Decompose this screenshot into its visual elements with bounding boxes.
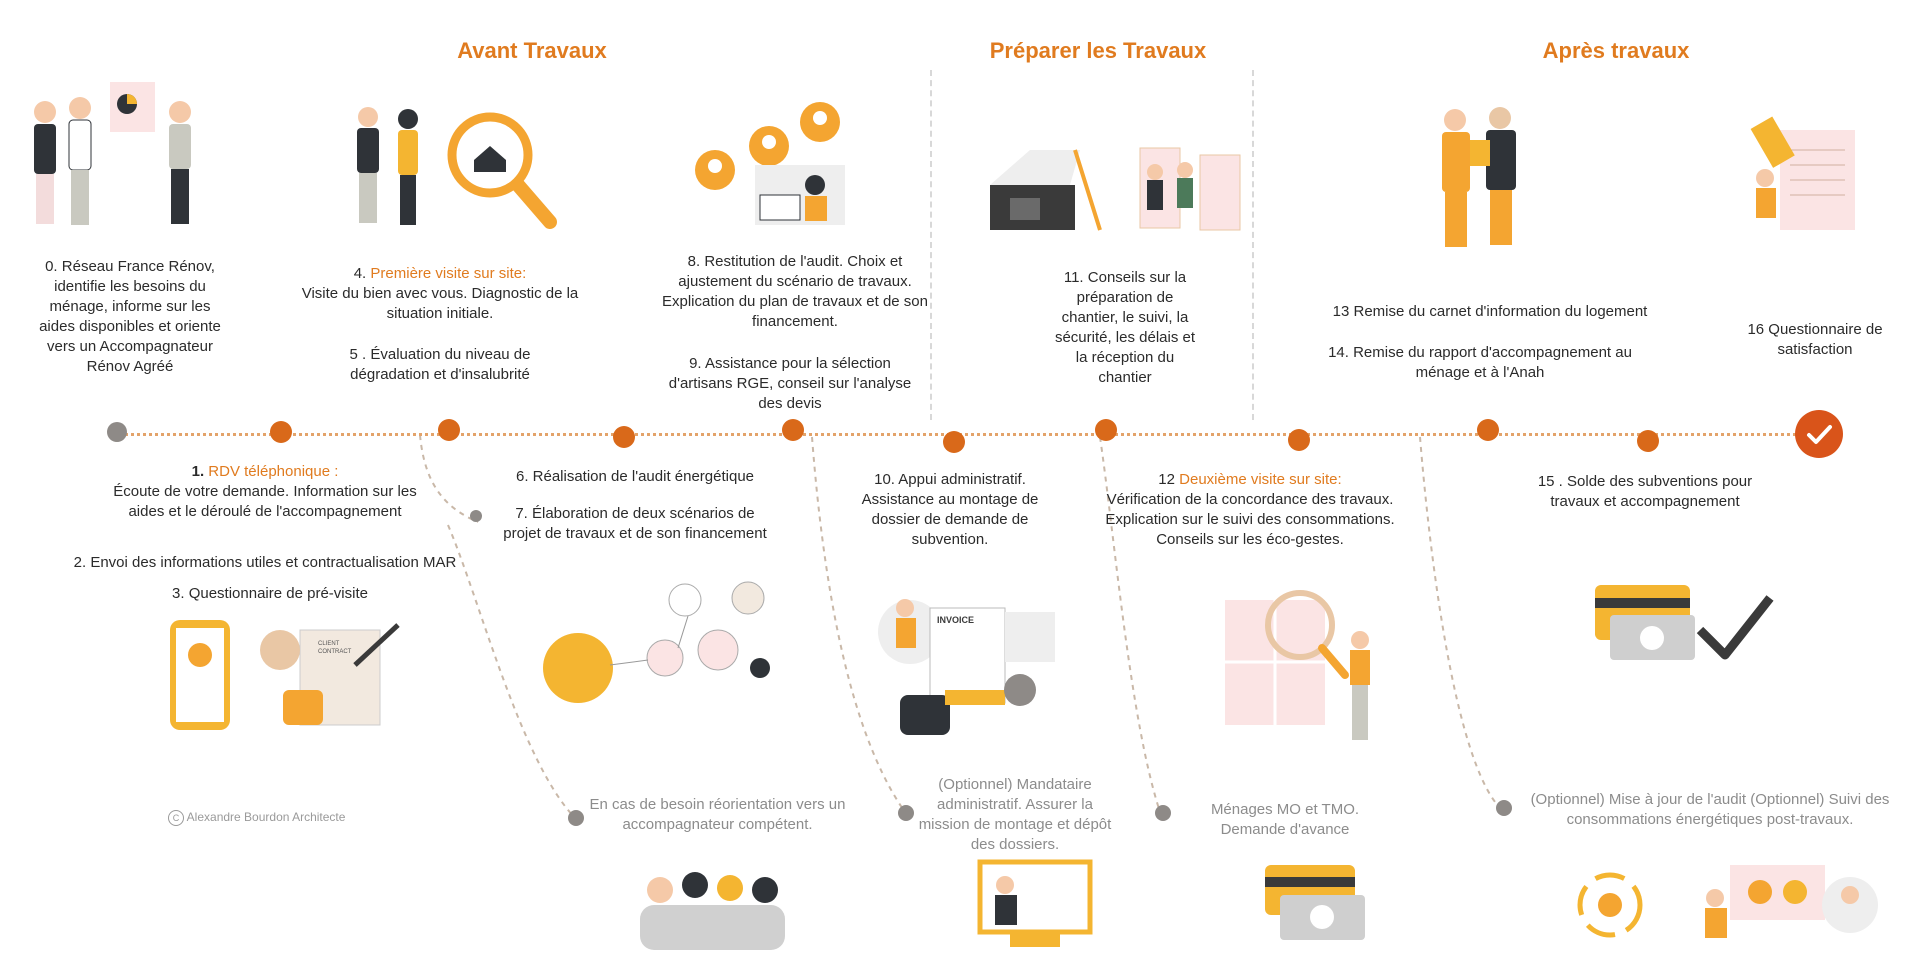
copyright-icon: C [168, 810, 184, 826]
timeline-dot [270, 421, 292, 443]
step-13: 13 Remise du carnet d'information du log… [1332, 303, 1648, 320]
avatars-illustration [695, 102, 845, 225]
mandataire-screen-illustration [977, 859, 1093, 947]
step-12-title: Deuxième visite sur site: [1179, 471, 1342, 488]
step-1: 1. RDV téléphonique : Écoute de votre de… [100, 462, 430, 522]
step-3: 3. Questionnaire de pré-visite [172, 585, 368, 602]
invoice-label: INVOICE [937, 615, 975, 625]
step-12: 12 Deuxième visite sur site: Vérificatio… [1085, 470, 1415, 550]
step-1-title: RDV téléphonique : [208, 463, 339, 480]
client-contract-label: CLIENT CONTRACT [318, 641, 352, 655]
phase-title-apres: Après travaux [1542, 38, 1690, 63]
copyright: C Alexandre Bourdon Architecte [168, 810, 345, 826]
step-10: 10. Appui administratif. Assistance au m… [861, 471, 1039, 548]
timeline-dot [943, 431, 965, 453]
step-9: 9. Assistance pour la sélection d'artisa… [668, 355, 912, 412]
timeline-dot [1288, 429, 1310, 451]
timeline-dot [1095, 419, 1117, 441]
step-8: 8. Restitution de l'audit. Choix et ajus… [661, 253, 928, 330]
step-4-num: 4. [353, 265, 367, 282]
magnifier-house-illustration [357, 107, 557, 229]
timeline-dot [782, 419, 804, 441]
branch-dot [470, 510, 482, 522]
invoice-illustration [878, 599, 1055, 735]
step-15: 15 . Solde des subventions pour travaux … [1537, 473, 1753, 510]
step-0: 0. Réseau France Rénov, identifie les be… [39, 258, 221, 375]
completion-check-icon [1795, 410, 1843, 458]
phase-title-preparer: Préparer les Travaux [989, 38, 1207, 63]
step-12-body: Vérification de la concordance des trava… [1105, 491, 1395, 548]
group-people-illustration [640, 872, 785, 950]
step-4-title: Première visite sur site: [370, 265, 527, 282]
step-5: 5 . Évaluation du niveau de dégradation … [349, 346, 531, 383]
handover-illustration [1442, 107, 1516, 247]
copyright-text: Alexandre Bourdon Architecte [186, 810, 346, 824]
timeline-dot [438, 419, 460, 441]
phase-separator [930, 70, 932, 420]
phase-separator [1252, 70, 1254, 420]
cards-check-illustration [1595, 585, 1774, 660]
optional-mandataire: (Optionnel) Mandataire administratif. As… [918, 776, 1112, 853]
presentation-illustration [34, 82, 191, 225]
timeline-dot [1637, 430, 1659, 452]
timeline-dot-start [107, 422, 127, 442]
timeline-line [118, 433, 1808, 436]
optional-menages: Ménages MO et TMO. Demande d'avance [1210, 801, 1360, 838]
roof-workers-illustration [990, 147, 1241, 231]
branch-dot [1496, 800, 1512, 816]
timeline-dot [1477, 419, 1499, 441]
dashboard-illustration [1577, 865, 1878, 938]
magnifier-window-illustration [1225, 590, 1370, 740]
step-1-num: 1. [191, 463, 205, 480]
step-16: 16 Questionnaire de satisfaction [1747, 321, 1883, 358]
step-6: 6. Réalisation de l'audit énergétique [515, 468, 755, 485]
check-icon [1807, 425, 1832, 444]
step-12-num: 12 [1158, 471, 1175, 488]
optional-audit: (Optionnel) Mise à jour de l'audit (Opti… [1530, 791, 1890, 828]
step-7: 7. Élaboration de deux scénarios de proj… [503, 505, 767, 542]
phase-title-avant: Avant Travaux [457, 38, 607, 63]
step-2: 2. Envoi des informations utiles et cont… [73, 554, 457, 571]
branch-dot [898, 805, 914, 821]
branch-dot [1155, 805, 1171, 821]
money-illustration [1265, 865, 1365, 940]
step-4: 4. Première visite sur site: Visite du b… [300, 264, 580, 324]
optional-reorientation: En cas de besoin réorientation vers un a… [589, 796, 846, 833]
timeline-dot [613, 426, 635, 448]
survey-illustration [1750, 116, 1855, 230]
branch-dot [568, 810, 584, 826]
step-14: 14. Remise du rapport d'accompagnement a… [1328, 344, 1632, 381]
step-1-body: Écoute de votre demande. Information sur… [113, 483, 417, 520]
step-4-body: Visite du bien avec vous. Diagnostic de … [301, 285, 579, 322]
step-11: 11. Conseils sur la préparation de chant… [1054, 269, 1196, 386]
phone-contract-illustration [170, 620, 400, 730]
scenarios-network-illustration [543, 581, 800, 710]
